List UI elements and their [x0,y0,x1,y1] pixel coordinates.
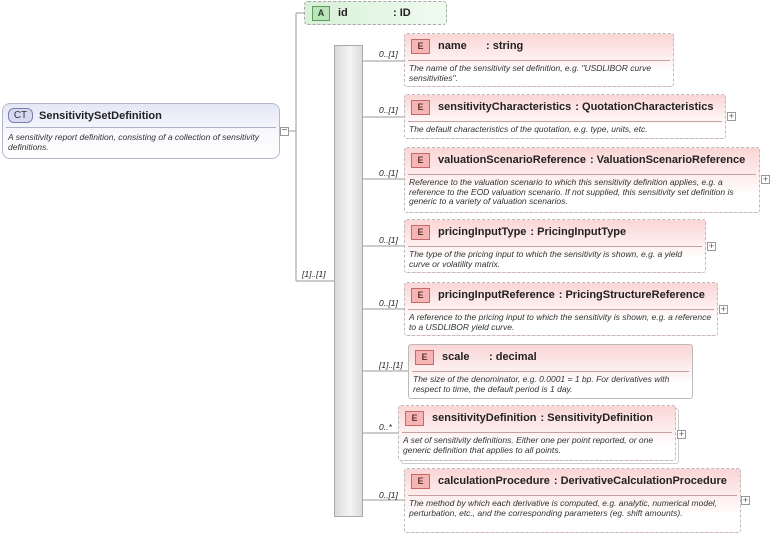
element-cardinality: [1]..[1] [379,360,403,370]
divider [408,60,670,61]
element-cardinality: 0..[1] [379,49,398,59]
complex-type-box[interactable]: CT SensitivitySetDefinition A sensitivit… [2,103,280,159]
divider [408,174,756,175]
element-documentation: A reference to the pricing input to whic… [409,312,712,332]
element-documentation: The method by which each derivative is c… [409,498,718,518]
attribute-name: id [338,7,348,19]
element-cardinality: 0..[1] [379,168,398,178]
element-documentation: A set of sensitivity definitions. Either… [403,435,654,455]
element-sensitivity-characteristics[interactable]: E sensitivityCharacteristics : Quotation… [404,94,726,139]
element-scale[interactable]: E scale : decimal The size of the denomi… [408,344,693,399]
divider [6,127,276,128]
element-type: : DerivativeCalculationProcedure [553,475,727,487]
element-icon: E [411,473,430,489]
element-type: : PricingStructureReference [558,289,705,301]
attribute-id[interactable]: A id : ID [304,1,447,25]
element-cardinality: 0..[1] [379,298,398,308]
element-documentation: The default characteristics of the quota… [409,124,648,134]
element-type: : string [486,40,524,52]
element-cardinality: 0..* [379,422,392,432]
element-documentation: The size of the denominator, e.g. 0.0001… [413,374,670,394]
element-icon: E [411,224,430,240]
divider [412,371,689,372]
expand-icon[interactable]: + [741,495,750,505]
expand-icon[interactable]: + [727,111,736,121]
element-name-label: sensitivityCharacteristics [438,101,572,113]
element-cardinality: 0..[1] [379,105,398,115]
element-documentation: The type of the pricing input to which t… [409,249,683,269]
element-icon: E [411,152,430,168]
collapse-icon[interactable]: − [280,125,289,136]
element-pricing-input-type[interactable]: E pricingInputType : PricingInputType Th… [404,219,706,273]
element-icon: E [411,38,430,54]
attribute-icon: A [312,5,330,21]
element-valuation-scenario-reference[interactable]: E valuationScenarioReference : Valuation… [404,147,760,213]
element-pricing-input-reference[interactable]: E pricingInputReference : PricingStructu… [404,282,718,336]
element-name-label: calculationProcedure [438,475,550,487]
element-type: : QuotationCharacteristics [575,101,714,113]
element-type: : PricingInputType [530,226,627,238]
element-type: : SensitivityDefinition [540,412,653,424]
attribute-type: : ID [393,7,411,19]
element-documentation: Reference to the valuation scenario to w… [409,177,734,206]
complex-type-icon: CT [8,108,33,123]
sequence-cardinality: [1]..[1] [302,269,326,279]
element-type: : decimal [489,351,537,363]
element-calculation-procedure[interactable]: E calculationProcedure : DerivativeCalcu… [404,468,741,533]
expand-icon[interactable]: + [719,304,728,314]
element-name-label: name [438,40,467,52]
complex-type-name: SensitivitySetDefinition [39,109,162,122]
element-cardinality: 0..[1] [379,235,398,245]
divider [408,495,737,496]
expand-icon[interactable]: + [677,429,686,439]
divider [408,309,714,310]
element-cardinality: 0..[1] [379,490,398,500]
sequence-compositor[interactable] [334,45,363,517]
element-icon: E [415,349,434,365]
element-name-label: pricingInputReference [438,289,555,301]
element-name[interactable]: E name : string The name of the sensitiv… [404,33,674,87]
expand-icon[interactable]: + [761,174,770,184]
element-name-label: pricingInputType [438,226,527,238]
element-name-label: scale [442,351,470,363]
divider [408,246,702,247]
element-icon: E [405,410,424,426]
element-type: : ValuationScenarioReference [589,154,746,166]
element-sensitivity-definition[interactable]: E sensitivityDefinition : SensitivityDef… [398,405,676,461]
expand-icon[interactable]: + [707,241,716,251]
element-name-label: sensitivityDefinition [432,412,537,424]
divider [408,121,722,122]
element-icon: E [411,99,430,115]
element-documentation: The name of the sensitivity set definiti… [409,63,652,83]
element-name-label: valuationScenarioReference [438,154,586,166]
complex-type-documentation: A sensitivity report definition, consist… [8,132,260,152]
divider [402,432,672,433]
element-icon: E [411,287,430,303]
